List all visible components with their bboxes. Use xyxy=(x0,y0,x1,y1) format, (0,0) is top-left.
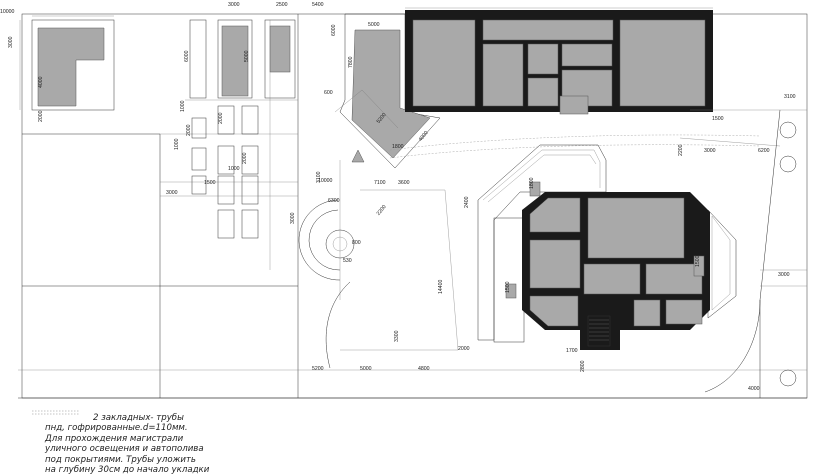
dim-left-10000: 10000 xyxy=(0,9,15,15)
lawn-curve xyxy=(325,189,459,369)
note-line-4: уличного освещения и автополива xyxy=(45,444,204,455)
dim-top-2500: 2500 xyxy=(276,2,288,8)
dim-wedge-5000: 5000 xyxy=(368,22,380,28)
dim-path-3000: 3000 xyxy=(704,148,716,154)
dim-bottom-2800: 2800 xyxy=(580,360,586,372)
round-gazebo xyxy=(298,160,355,300)
dim-circle-3000: 3000 xyxy=(290,212,296,224)
dim-bottom-2000: 2000 xyxy=(458,346,470,352)
dim-wedge-6000: 6000 xyxy=(331,24,337,36)
dim-wedge-7800: 7800 xyxy=(348,56,354,68)
dim-row-1500: 1500 xyxy=(204,180,216,186)
dim-park-6000: 6000 xyxy=(184,50,190,62)
dim-top-5400: 5400 xyxy=(312,2,324,8)
parking-stalls xyxy=(160,19,298,270)
dim-path-6200: 6200 xyxy=(758,148,770,154)
dim-top-3000: 3000 xyxy=(228,2,240,8)
dim-park-5000: 5000 xyxy=(244,50,250,62)
dim-row-1000: 1000 xyxy=(228,166,240,172)
note-line-5: под покрытиями. Трубы уложить xyxy=(45,454,196,465)
stair-lines xyxy=(589,319,609,341)
dim-house-1500a: 1500 xyxy=(505,281,511,293)
dim-circle-2200: 2200 xyxy=(376,204,388,217)
dim-wedge-4000: 4000 xyxy=(418,130,430,143)
dim-wedge-1800: 1800 xyxy=(392,144,404,150)
dim-circle-800: 800 xyxy=(352,240,361,246)
note-line-1: 2 закладных- трубы xyxy=(93,413,184,423)
dim-bottom-1700: 1700 xyxy=(566,348,578,354)
dim-bottom-5200: 5200 xyxy=(312,366,324,372)
dim-left-4000: 4000 xyxy=(38,76,44,88)
dim-vert-2400: 2400 xyxy=(464,196,470,208)
dim-vert-14400: 14400 xyxy=(438,279,444,294)
dim-bottom-4800: 4800 xyxy=(418,366,430,372)
walkway-paths xyxy=(389,134,781,159)
dim-col-2000a: 2000 xyxy=(186,124,192,136)
parking-block-left xyxy=(19,15,115,111)
right-side-area xyxy=(690,109,807,398)
pipe-legend-symbol xyxy=(32,410,80,415)
dim-bottom-3300: 3300 xyxy=(394,330,400,342)
dim-col-2000b: 2000 xyxy=(218,112,224,124)
dim-left-3000: 3000 xyxy=(8,36,14,48)
dim-vert-10000: 10000 xyxy=(318,178,333,184)
pipe-installation-note: 2 закладных- трубы пнд, гофрированные.d=… xyxy=(45,413,255,475)
dim-left-2000: 2000 xyxy=(38,110,44,122)
dim-bottom-5000: 5000 xyxy=(360,366,372,372)
dim-wedge-600: 600 xyxy=(324,90,333,96)
dim-house-1500b: 1500 xyxy=(695,255,701,267)
main-building xyxy=(405,7,713,115)
dim-circle-3600: 3600 xyxy=(398,180,410,186)
lower-house xyxy=(477,144,737,350)
dim-col-3000: 3000 xyxy=(166,190,178,196)
note-line-2: пнд, гофрированные.d=110мм. xyxy=(45,423,188,434)
dim-house-1800: 1800 xyxy=(529,177,535,189)
dim-right-3100: 3100 xyxy=(784,94,796,100)
note-line-6: на глубину 30см до начало укладки xyxy=(45,465,210,475)
dim-right-4000: 4000 xyxy=(748,386,760,392)
dim-right-1500: 1500 xyxy=(712,116,724,122)
dim-circle-3100: 3100 xyxy=(316,171,322,183)
dim-circle-7100: 7100 xyxy=(374,180,386,186)
note-line-3: Для прохождения магистрали xyxy=(45,433,184,444)
dim-right-3000: 3000 xyxy=(778,272,790,278)
dim-circle-530: 530 xyxy=(343,258,352,264)
dim-path-2200: 2200 xyxy=(678,144,684,156)
dim-circle-6300: 6300 xyxy=(328,198,340,204)
dim-col-1000b: 1000 xyxy=(174,138,180,150)
dim-col-1000a: 1000 xyxy=(180,100,186,112)
dim-col-2000c: 2000 xyxy=(242,152,248,164)
